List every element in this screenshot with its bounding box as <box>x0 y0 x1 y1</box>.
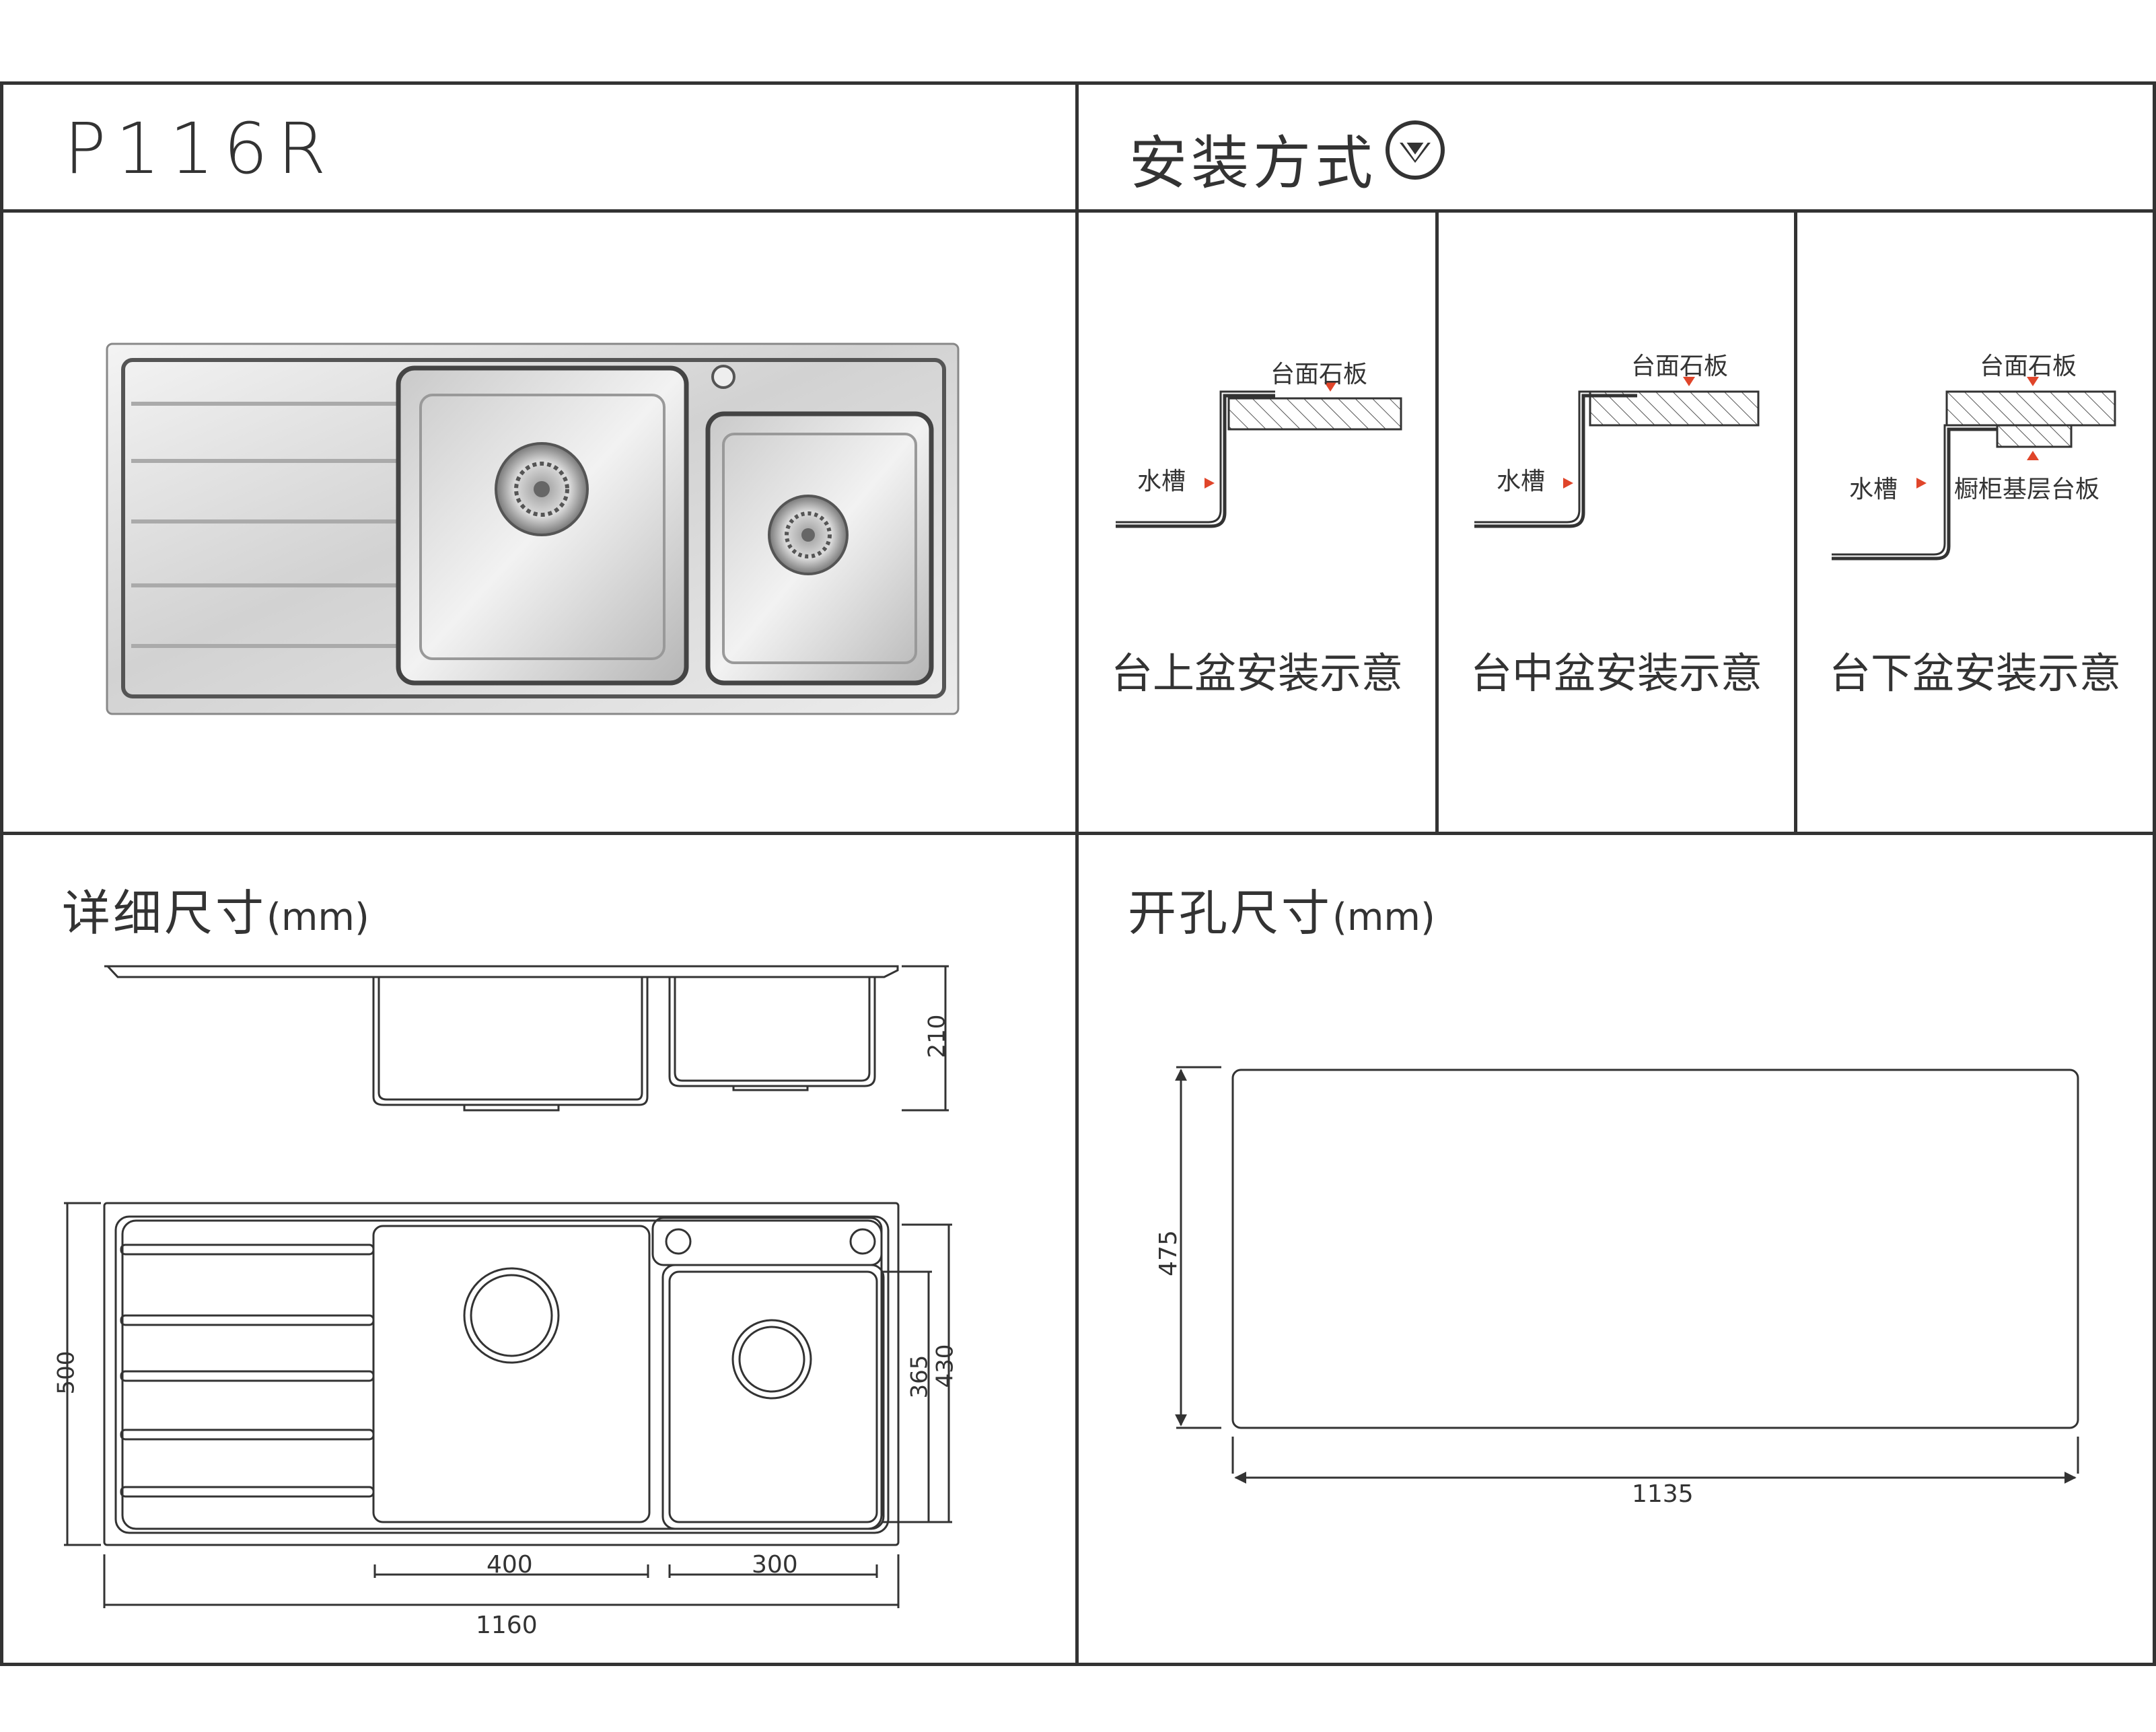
sink-label-2: 水槽 <box>1497 468 1546 495</box>
sink-label-3: 水槽 <box>1849 476 1898 503</box>
dim-width-total: 500 <box>52 1350 80 1395</box>
detail-drawing <box>64 965 952 1608</box>
detail-title-unit: (mm) <box>266 896 369 939</box>
install-caption-3: 台下盆安装示意 <box>1828 649 2121 698</box>
chevron-down-circle-icon <box>1386 120 1445 180</box>
dim-bowl-depth-large: 430 <box>931 1344 959 1388</box>
stone-label-1: 台面石板 <box>1270 361 1368 388</box>
dim-bowl-right-width: 300 <box>752 1551 798 1579</box>
cutout-title-text: 开孔尺寸 <box>1128 885 1333 941</box>
detail-section-title: 详细尺寸(mm) <box>62 873 369 944</box>
frame-center-divider <box>1075 81 1079 1666</box>
install-caption-2: 台中盆安装示意 <box>1470 649 1762 698</box>
install-section-title: 安装方式 <box>1129 130 1377 197</box>
sink-product-image <box>106 342 960 715</box>
stone-label-2: 台面石板 <box>1631 353 1729 380</box>
cabinet-label-3: 橱柜基层台板 <box>1954 476 2100 503</box>
side-view-outline <box>104 965 899 978</box>
dim-cutout-width: 1135 <box>1632 1480 1694 1508</box>
sink-label-1: 水槽 <box>1137 468 1186 495</box>
install-divider-2 <box>1794 209 1797 834</box>
install-caption-1: 台上盆安装示意 <box>1110 649 1403 698</box>
dim-overall-length: 1160 <box>476 1612 538 1639</box>
install-diagram-flush <box>1474 377 1760 528</box>
dim-depth: 210 <box>923 1014 951 1058</box>
install-divider-1 <box>1435 209 1439 834</box>
frame-left <box>0 81 3 1666</box>
install-diagram-under <box>1832 377 2116 561</box>
cutout-title-unit: (mm) <box>1332 896 1435 939</box>
cutout-rect <box>1231 1069 2079 1429</box>
model-title: P116R <box>64 108 336 190</box>
stone-label-3: 台面石板 <box>1980 353 2077 380</box>
install-diagram-over <box>1116 382 1402 528</box>
dim-cutout-height: 475 <box>1154 1230 1182 1276</box>
dim-bowl-depth-small: 365 <box>906 1355 933 1399</box>
top-view-outline <box>103 1202 900 1546</box>
dim-bowl-left-width: 400 <box>487 1551 533 1579</box>
frame-right <box>2153 81 2156 1666</box>
detail-title-text: 详细尺寸 <box>62 885 267 941</box>
cutout-drawing <box>1175 1066 2079 1484</box>
cutout-section-title: 开孔尺寸(mm) <box>1128 873 1435 944</box>
